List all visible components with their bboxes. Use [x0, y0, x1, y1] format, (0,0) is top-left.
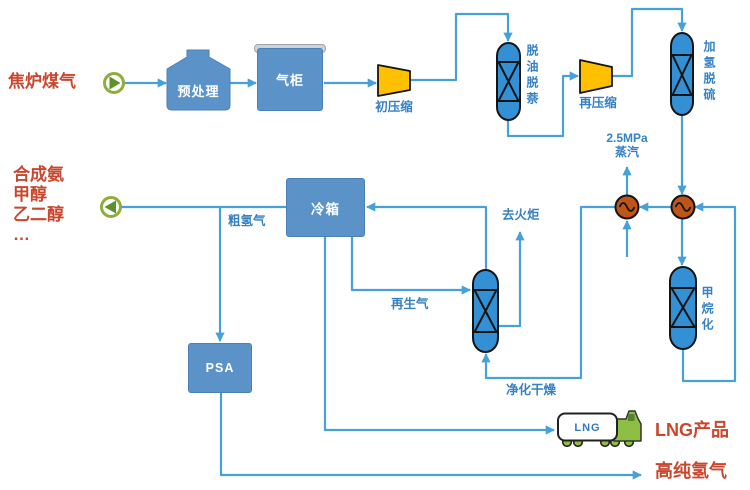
oil-naphthalene-removal-label: 脱油脱萘 — [525, 44, 539, 108]
left-products-label: 合成氨 甲醇 乙二醇 … — [13, 165, 64, 244]
crude-hydrogen-label: 粗氢气 — [228, 214, 266, 228]
pipe-exchanger-to-purification — [481, 205, 615, 380]
hydro-desulfurization-column — [670, 32, 694, 116]
steam-label: 2.5MPa 蒸汽 — [606, 131, 648, 159]
gas-holder-label: 气柜 — [275, 73, 304, 88]
oil-naphthalene-column — [496, 42, 521, 121]
high-purity-hydrogen-label: 高纯氢气 — [655, 461, 727, 481]
lng-product-label: LNG产品 — [655, 420, 729, 440]
pipe-psa-to-hydrogen-out — [219, 393, 642, 480]
pipe-coldbox-to-lng-truck — [323, 237, 555, 435]
pipe-regen-gas — [350, 237, 471, 295]
pretreatment-tank-shape — [166, 49, 231, 111]
recompressor-shape — [579, 59, 613, 94]
cold-box-label: 冷箱 — [311, 201, 340, 217]
heat-exchanger-right — [670, 194, 696, 220]
pipe-lines — [121, 7, 737, 480]
primary-compressor-label: 初压缩 — [375, 100, 413, 114]
pipe-methanation-loop-to-exchanger — [681, 202, 737, 383]
products-outlet-icon — [100, 196, 122, 218]
feed-label: 焦炉煤气 — [8, 72, 76, 91]
cold-box: 冷箱 — [286, 178, 365, 237]
purification-drying-column — [472, 269, 499, 353]
psa-label: PSA — [205, 361, 235, 375]
recompressor-label: 再压缩 — [579, 96, 617, 110]
methanation-label: 甲烷化 — [700, 286, 714, 334]
purification-drying-label: 净化干燥 — [506, 383, 557, 397]
psa-box: PSA — [188, 343, 252, 393]
pipe-to-flare — [497, 231, 525, 328]
lng-truck-icon — [557, 410, 642, 448]
heat-exchanger-left — [614, 194, 640, 220]
feed-inlet-icon — [103, 72, 125, 94]
lng-truck-tank-label: LNG — [574, 421, 601, 434]
to-flare-label: 去火炬 — [502, 208, 540, 222]
regen-gas-label: 再生气 — [391, 297, 429, 311]
methanation-column — [669, 266, 697, 350]
pipe-column1-to-compressor2 — [506, 71, 579, 138]
pipe-purification-to-coldbox — [366, 202, 488, 270]
pretreatment-label: 预处理 — [177, 83, 220, 99]
primary-compressor-shape — [377, 64, 411, 97]
pipe-compressor1-to-column1 — [410, 12, 513, 82]
pipe-compressor2-to-column2 — [612, 7, 687, 78]
gas-holder-box: 气柜 — [257, 48, 323, 111]
hydro-desulfurization-label: 加氢脱硫 — [702, 40, 716, 104]
